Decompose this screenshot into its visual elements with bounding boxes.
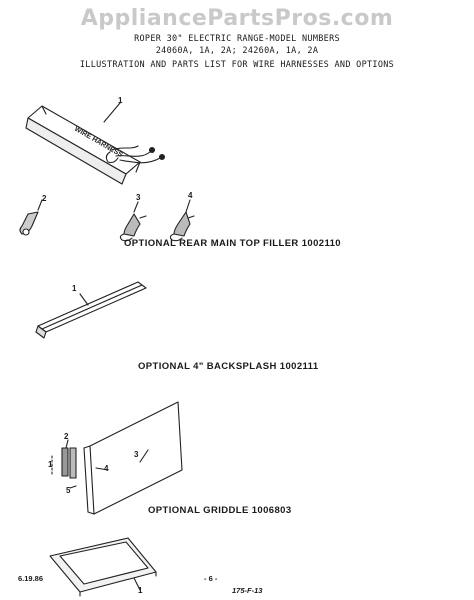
footer-code: 175-F-13 xyxy=(232,586,263,595)
griddle-plate xyxy=(49,537,157,597)
caption-griddle: OPTIONAL GRIDDLE 1006803 xyxy=(148,505,292,516)
caption-backsplash: OPTIONAL 4" BACKSPLASH 1002111 xyxy=(138,361,319,372)
callout-backsplash-1: 1 xyxy=(48,460,53,469)
caption-rear-filler: OPTIONAL REAR MAIN TOP FILLER 1002110 xyxy=(124,238,341,249)
header-subtitle: ILLUSTRATION AND PARTS LIST FOR WIRE HAR… xyxy=(79,60,395,70)
callout-backsplash-4: 4 xyxy=(104,464,109,473)
connector-2 xyxy=(19,199,43,236)
callout-harness-1: 1 xyxy=(118,96,123,105)
callout-filler-1: 1 xyxy=(72,284,77,293)
callout-connector-3: 3 xyxy=(136,193,141,202)
connector-3 xyxy=(119,201,147,242)
callout-connector-4: 4 xyxy=(188,191,193,200)
rear-filler-strip xyxy=(35,281,147,339)
callout-griddle-1: 1 xyxy=(138,586,143,595)
backsplash-panel xyxy=(83,401,183,515)
callout-backsplash-3: 3 xyxy=(134,450,139,459)
callout-connector-2: 2 xyxy=(42,194,47,203)
callout-backsplash-2: 2 xyxy=(64,432,69,441)
connector-4 xyxy=(169,199,195,242)
wire-harness-box xyxy=(25,102,166,185)
watermark: AppliancePartsPros.com xyxy=(80,6,394,31)
backsplash-brackets xyxy=(51,439,109,489)
footer-page: - 6 - xyxy=(204,574,218,583)
callout-backsplash-5: 5 xyxy=(66,486,71,495)
header-title: ROPER 30" ELECTRIC RANGE-MODEL NUMBERS xyxy=(134,34,340,44)
header-models: 24060A, 1A, 2A; 24260A, 1A, 2A xyxy=(155,46,319,56)
footer-date: 6.19.86 xyxy=(18,574,44,583)
